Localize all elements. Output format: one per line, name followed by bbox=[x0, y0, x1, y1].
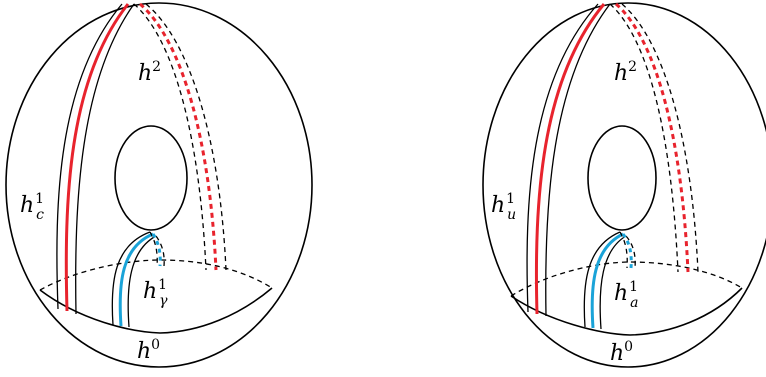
left-small-band-back-blue bbox=[151, 233, 162, 267]
left-band-back-red bbox=[139, 2, 218, 271]
right-band-back-edge-2 bbox=[621, 3, 699, 273]
left-band-back-edge-2 bbox=[145, 3, 227, 271]
right-small-band-back-2 bbox=[619, 231, 628, 269]
right-small-band-back-blue bbox=[621, 233, 633, 269]
left-bottom-cap-front bbox=[39, 287, 273, 334]
left-label-h2: h2 bbox=[138, 59, 161, 86]
left-band-outer-edge bbox=[56, 3, 123, 310]
right-label-h0: h0 bbox=[610, 339, 633, 366]
right-band-back-red bbox=[615, 2, 690, 273]
right-band-back-edge-1 bbox=[609, 3, 679, 273]
left-label-h0: h0 bbox=[137, 337, 160, 364]
left-bottom-cap-back bbox=[39, 259, 273, 291]
left-band-back-edge-1 bbox=[133, 3, 207, 271]
right-label-h2: h2 bbox=[614, 59, 637, 86]
right-small-band-inner bbox=[599, 235, 627, 330]
left-small-band-blue bbox=[118, 232, 154, 327]
left-small-band-outer bbox=[111, 231, 151, 326]
left-small-band-back-2 bbox=[149, 231, 158, 267]
right-hole-ellipse bbox=[587, 125, 657, 231]
right-outer-ellipse bbox=[482, 2, 766, 368]
right-small-band-blue bbox=[590, 232, 624, 329]
left-outer-ellipse bbox=[5, 2, 313, 368]
left-band-red-core bbox=[64, 3, 130, 312]
right-band-red-core bbox=[534, 3, 606, 315]
right-bottom-cap-back bbox=[510, 261, 743, 297]
left-small-band-inner bbox=[127, 235, 157, 328]
right-bottom-cap-front bbox=[510, 287, 743, 336]
right-band-inner-edge bbox=[545, 3, 611, 317]
left-band-inner-edge bbox=[75, 3, 135, 315]
right-small-band-outer bbox=[583, 231, 621, 328]
right-small-band-back-1 bbox=[625, 235, 636, 269]
left-hole-ellipse bbox=[114, 125, 188, 231]
right-band-outer-edge bbox=[526, 3, 599, 313]
left-small-band-back-1 bbox=[155, 235, 165, 267]
